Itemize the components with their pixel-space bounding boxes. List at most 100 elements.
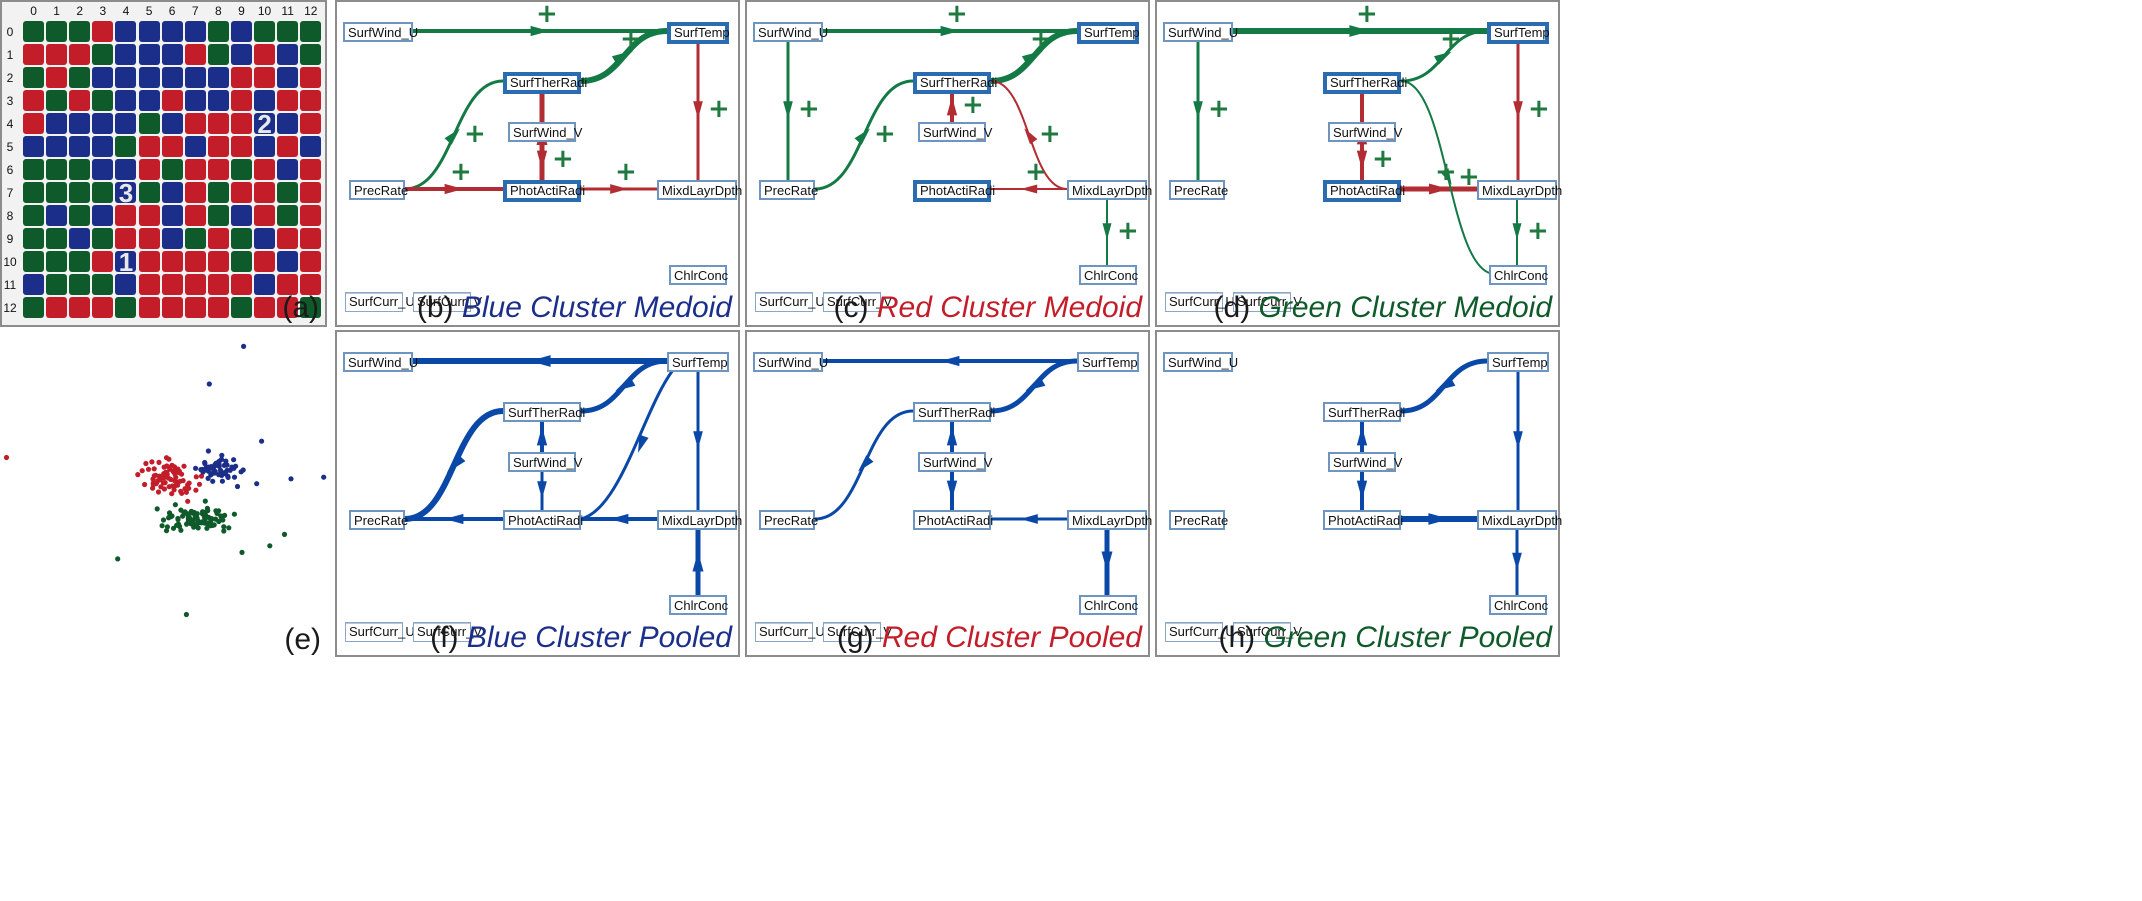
- grid-marker-label: 3: [118, 178, 134, 208]
- edge-arrowhead: [1356, 426, 1368, 446]
- node-surftherradi: SurfTherRadi: [913, 402, 995, 422]
- edge-arrowhead: [940, 355, 960, 367]
- grid-cell: [69, 44, 91, 65]
- scatter-point: [222, 512, 228, 518]
- node-surftherradi: SurfTherRadi: [1323, 72, 1407, 94]
- scatter-point: [149, 459, 155, 465]
- grid-marker-label: 2: [257, 109, 272, 139]
- node-surfcurr-u: SurfCurr_U: [1165, 292, 1235, 312]
- grid-cell: [138, 274, 160, 295]
- grid-cell: [69, 67, 91, 88]
- col-tick: 1: [53, 4, 60, 18]
- grid-cell: [300, 159, 322, 180]
- grid-cell: [184, 44, 206, 65]
- scatter-point: [178, 527, 184, 533]
- grid-cell: [277, 205, 299, 226]
- grid-cell: [300, 136, 322, 157]
- panel-title: Green Cluster Pooled: [1263, 621, 1553, 654]
- row-tick: 2: [6, 70, 14, 85]
- node-surfwind-u: SurfWind_U: [753, 352, 828, 372]
- panel-title: Blue Cluster Medoid: [461, 291, 732, 324]
- node-surftemp: SurfTemp: [1487, 22, 1550, 44]
- scatter-point: [222, 470, 228, 476]
- panel-caption: (f) Blue Cluster Pooled: [430, 621, 732, 655]
- grid-cell: [69, 159, 91, 180]
- grid-cell: [184, 67, 206, 88]
- scatter-point: [169, 513, 175, 519]
- edge-arrowhead: [1356, 150, 1368, 170]
- grid-cell: [230, 297, 252, 318]
- grid-cell: [69, 297, 91, 318]
- col-tick: 2: [76, 4, 84, 18]
- grid-cell: [230, 205, 252, 226]
- edge-arrowhead: [1102, 223, 1112, 240]
- grid-cell: [69, 136, 91, 157]
- grid-cell: [300, 228, 322, 249]
- node-mixdlayrdpth: MixdLayrDpth: [1067, 510, 1152, 530]
- row-tick: 7: [6, 185, 14, 200]
- node-surftemp: SurfTemp: [1077, 22, 1140, 44]
- grid-cell: [138, 44, 160, 65]
- edge-sign: +: [1372, 144, 1394, 174]
- scatter-point: [231, 511, 237, 517]
- graph-edge: [580, 369, 675, 521]
- panel-letter: (c): [833, 291, 869, 324]
- grid-cell: [230, 182, 252, 203]
- grid-cell: [230, 136, 252, 157]
- edge-sign: +: [552, 144, 574, 174]
- grid-cell: [115, 297, 137, 318]
- scatter-point: [205, 475, 211, 481]
- grid-cell: [184, 205, 206, 226]
- grid-cell: [300, 297, 322, 318]
- grid-cell: [138, 21, 160, 42]
- grid-cell: [300, 113, 322, 134]
- grid-cell: [92, 113, 114, 134]
- graph-edges: [1356, 358, 1523, 595]
- edge-arrowhead: [1025, 376, 1046, 392]
- node-surfcurr-v: SurfCurr_V: [1233, 292, 1302, 312]
- edge-arrowhead: [610, 184, 628, 194]
- grid-cell: [277, 159, 299, 180]
- scatter-point: [204, 525, 210, 531]
- scatter-point: [196, 481, 203, 487]
- scatter-point: [239, 549, 245, 555]
- edge-arrowhead: [692, 551, 704, 572]
- edge-arrowhead: [444, 183, 464, 195]
- grid-cell: [138, 297, 160, 318]
- edge-arrowhead: [1513, 431, 1523, 449]
- grid-cell: [184, 21, 206, 42]
- grid-cell: [161, 228, 183, 249]
- scatter-point: [208, 465, 214, 471]
- grid-cell: [92, 297, 114, 318]
- grid-cell: [138, 159, 160, 180]
- scatter-point: [193, 465, 199, 471]
- node-mixdlayrdpth: MixdLayrDpth: [657, 510, 742, 530]
- node-precrate: PrecRate: [1169, 510, 1228, 530]
- grid-cell: [161, 136, 183, 157]
- panel-a-letter: (a): [282, 291, 319, 324]
- col-tick: 4: [122, 4, 130, 18]
- grid-cell: [300, 67, 322, 88]
- node-surfwind-u: SurfWind_U: [753, 22, 828, 42]
- node-photactiradi: PhotActiRadi: [1323, 510, 1403, 530]
- edge-arrowhead: [446, 453, 466, 473]
- scatter-point: [216, 472, 222, 478]
- grid-cell: [115, 251, 137, 272]
- panel-title: Red Cluster Medoid: [876, 291, 1142, 324]
- edge-sign: +: [1435, 157, 1457, 187]
- edge-sign: +: [1440, 24, 1462, 54]
- scatter-point: [150, 476, 156, 482]
- edge-sign: +: [798, 94, 820, 124]
- scatter-point: [151, 466, 157, 472]
- grid-cell: [92, 228, 114, 249]
- node-photactiradi: PhotActiRadi: [503, 510, 583, 530]
- grid-cell: [184, 90, 206, 111]
- node-mixdlayrdpth: MixdLayrDpth: [1477, 510, 1562, 530]
- grid-cell: [230, 228, 252, 249]
- scatter-point: [182, 486, 188, 492]
- scatter-point: [198, 473, 205, 479]
- panel-caption: (h) Green Cluster Pooled: [1218, 621, 1552, 655]
- scatter-point: [171, 477, 178, 484]
- edge-arrowhead: [536, 426, 548, 446]
- grid-cell: [138, 136, 160, 157]
